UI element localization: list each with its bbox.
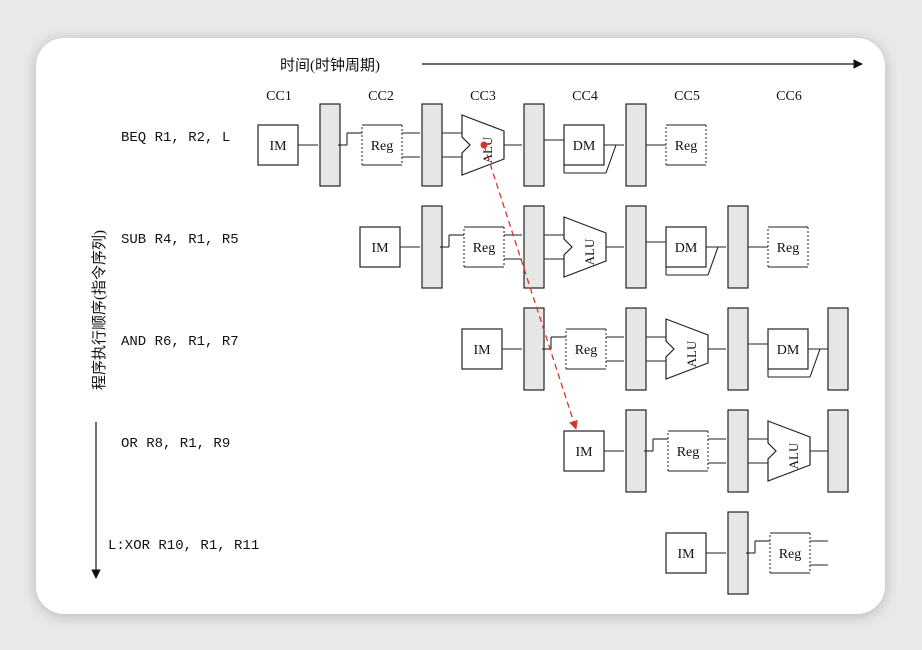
stage-im-label: IM [473,343,491,358]
wire [707,246,719,276]
clock-cycle-label: CC2 [368,89,394,104]
instruction-label: AND R6, R1, R7 [121,334,239,350]
pipeline-register [421,205,443,289]
stage-im-label: IM [677,547,695,562]
clock-cycle-label: CC5 [674,89,700,104]
clock-cycle-labels: CC1 CC2 CC3 CC4 CC5 CC6 [266,89,802,104]
stage-dm-box [767,328,809,370]
stage-alu-label: ALU [786,442,801,469]
pipeline-register [727,409,749,493]
instruction-row: OR R8, R1, R9 IM Reg ALU [121,409,849,493]
clock-cycle-label: CC1 [266,89,292,104]
stage-reg-label: Reg [677,445,700,460]
stage-reg-label: Reg [777,241,800,256]
stage-im-label: IM [269,139,287,154]
pipeline-register [727,511,749,595]
stage-dm-label: DM [675,241,698,256]
pipeline-register [625,409,647,493]
branch-dependency-arrow [480,141,578,430]
stage-im-label: IM [575,445,593,460]
pipeline-register [827,307,849,391]
stage-reg-label: Reg [473,241,496,256]
stage-reg-label: Reg [575,343,598,358]
instruction-row: BEQ R1, R2, L IM Reg ALU DM Reg [121,103,707,187]
wire [809,348,821,378]
pipeline-register [523,103,545,187]
stage-dm-label: DM [573,139,596,154]
stage-alu-label: ALU [582,238,597,265]
stage-alu-shape [563,216,607,278]
stage-reg-label: Reg [371,139,394,154]
wire [605,144,617,174]
instruction-label: SUB R4, R1, R5 [121,232,239,248]
pipeline-diagram: 时间(时钟周期) CC1 CC2 CC3 CC4 CC5 CC6 程序执行顺序(指令序列)… [91,57,863,595]
instruction-row: AND R6, R1, R7 IM Reg ALU DM [121,307,849,391]
time-axis-label: 时间(时钟周期) [280,57,380,74]
pipeline-register [421,103,443,187]
pipeline-register [523,205,545,289]
pipeline-register [625,307,647,391]
pipeline-register [727,205,749,289]
pipeline-register [727,307,749,391]
stage-im-box [359,226,401,268]
stage-dm-box [563,124,605,166]
pipeline-register [827,409,849,493]
stage-alu-shape [665,318,709,380]
clock-cycle-label: CC4 [572,89,598,104]
clock-cycle-label: CC3 [470,89,496,104]
instruction-label: BEQ R1, R2, L [121,130,230,146]
stage-dm-label: DM [777,343,800,358]
clock-cycle-label: CC6 [776,89,802,104]
stage-alu-shape [767,420,811,482]
pipeline-register [319,103,341,187]
stage-reg-label: Reg [675,139,698,154]
diagram-card: 时间(时钟周期) CC1 CC2 CC3 CC4 CC5 CC6 程序执行顺序(指令序列)… [36,38,885,614]
instruction-label: OR R8, R1, R9 [121,436,230,452]
stage-alu-label: ALU [480,136,495,163]
stage-alu-label: ALU [684,340,699,367]
instruction-row: SUB R4, R1, R5 IM Reg ALU DM Reg [121,205,809,289]
stage-reg-label: Reg [779,547,802,562]
stage-im-box [563,430,605,472]
pipeline-register [625,103,647,187]
order-axis-label: 程序执行顺序(指令序列) [91,230,108,390]
instruction-label: L:XOR R10, R1, R11 [108,538,259,554]
stage-im-box [461,328,503,370]
pipeline-register [625,205,647,289]
stage-im-label: IM [371,241,389,256]
stage-dm-box [665,226,707,268]
